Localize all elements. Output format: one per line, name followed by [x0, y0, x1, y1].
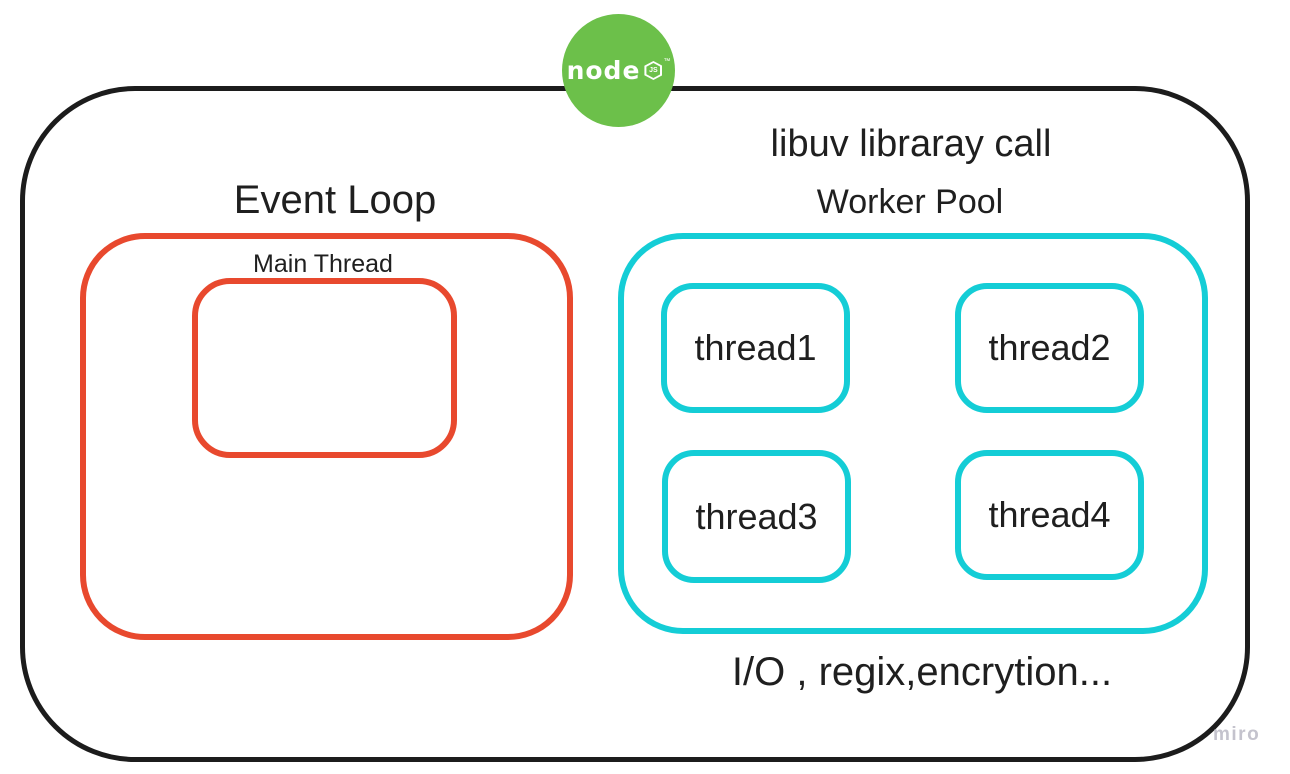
thread2-box: thread2	[955, 283, 1144, 413]
miro-watermark: miro	[1213, 724, 1261, 745]
thread4-label: thread4	[988, 494, 1111, 535]
nodejs-logo: node JS ™	[567, 58, 671, 83]
nodejs-logo-text: node	[566, 56, 641, 85]
thread2-label: thread2	[988, 327, 1111, 368]
thread1-box: thread1	[661, 283, 850, 413]
nodejs-hexagon-icon: JS	[644, 61, 663, 80]
io-tasks-label: I/O , regix,encrytion...	[731, 650, 1113, 694]
main-thread-label: Main Thread	[253, 250, 393, 278]
nodejs-logo-circle: node JS ™	[562, 14, 675, 127]
thread3-label: thread3	[695, 495, 818, 537]
thread3-box: thread3	[662, 450, 851, 583]
libuv-library-call-label: libuv libraray call	[770, 123, 1052, 165]
event-loop-box	[80, 233, 573, 640]
nodejs-js-badge: JS	[646, 63, 661, 78]
thread1-label: thread1	[694, 327, 817, 368]
trademark-symbol: ™	[663, 58, 671, 65]
main-thread-box	[192, 278, 457, 458]
worker-pool-box	[618, 233, 1208, 634]
thread4-box: thread4	[955, 450, 1144, 580]
event-loop-label: Event Loop	[233, 178, 437, 222]
worker-pool-label: Worker Pool	[816, 183, 1004, 221]
